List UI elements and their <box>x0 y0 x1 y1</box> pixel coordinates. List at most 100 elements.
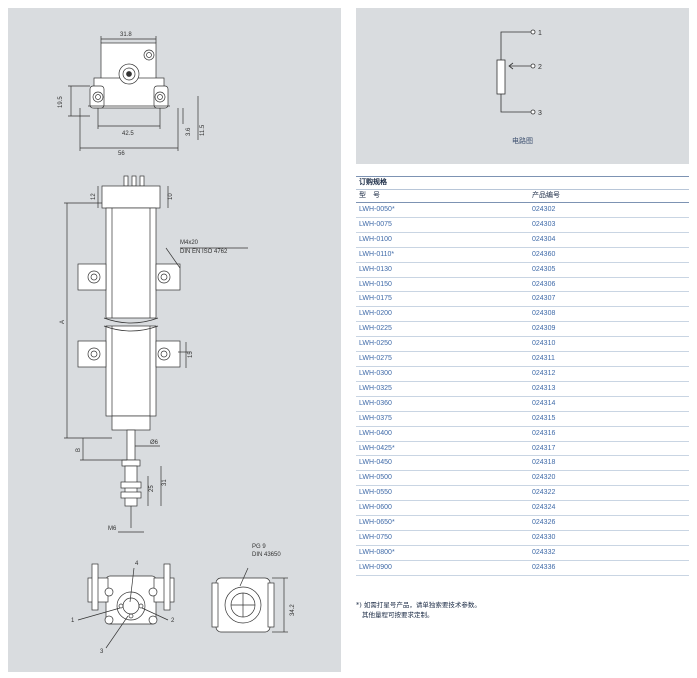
model-cell: LWH-0110* <box>359 250 395 258</box>
model-cell: LWH-0300 <box>359 369 392 377</box>
code-cell: 024332 <box>532 548 556 556</box>
model-cell: LWH-0325 <box>359 384 392 392</box>
code-cell: 024320 <box>532 474 556 482</box>
code-cell: 024310 <box>532 340 556 348</box>
table-row: LWH-0300 024312 <box>356 367 689 382</box>
table-title: 订购规格 <box>356 176 689 189</box>
label-pg: PG 9 <box>252 544 266 550</box>
potentiometer-symbol: 1 2 3 <box>496 29 542 117</box>
code-cell: 024317 <box>532 444 556 452</box>
model-cell: LWH-0130 <box>359 265 392 273</box>
model-cell: LWH-0360 <box>359 399 392 407</box>
circuit-caption: 电路图 <box>512 138 533 145</box>
table-row: LWH-0325 024313 <box>356 382 689 397</box>
model-cell: LWH-0375 <box>359 414 392 422</box>
code-cell: 024315 <box>532 414 556 422</box>
table-row: LWH-0360 024314 <box>356 397 689 412</box>
table-row: LWH-0075 024303 <box>356 218 689 233</box>
code-cell: 024316 <box>532 429 556 437</box>
model-cell: LWH-0650* <box>359 519 395 527</box>
dim-25: 25 <box>149 485 155 492</box>
model-cell: LWH-0450 <box>359 459 392 467</box>
model-cell: LWH-0150 <box>359 280 392 288</box>
code-cell: 024302 <box>532 206 556 213</box>
callout-2: 2 <box>171 618 175 624</box>
piston-rod <box>126 429 136 461</box>
code-cell: 024336 <box>532 563 556 571</box>
model-cell: LWH-0225 <box>359 325 392 333</box>
dim-A: A <box>60 320 66 324</box>
table-row: LWH-0100 024304 <box>356 233 689 248</box>
table-row: LWH-0110* 024360 <box>356 248 689 263</box>
dim-center-width: 42.5 <box>122 131 134 137</box>
table-row: LWH-0150 024306 <box>356 278 689 293</box>
model-cell: LWH-0800* <box>359 548 395 556</box>
code-cell: 024360 <box>532 250 556 258</box>
model-cell: LWH-0200 <box>359 310 392 318</box>
table-row: LWH-0175 024307 <box>356 292 689 308</box>
table-row: LWH-0600 024324 <box>356 501 689 517</box>
callout-4: 4 <box>135 561 139 567</box>
model-cell: LWH-0400 <box>359 429 392 437</box>
code-cell: 024307 <box>532 295 556 303</box>
dim-31: 31 <box>162 479 168 486</box>
table-row: LWH-0050*024302 <box>356 203 689 218</box>
table-row: LWH-0425*024317 <box>356 442 689 457</box>
code-cell: 024312 <box>532 369 556 377</box>
technical-drawing: 31.8 19.5 42.5 56 3.6 11.5 12 10 M4x20 D… <box>58 32 296 655</box>
technical-drawing-panel: 31.8 19.5 42.5 56 3.6 11.5 12 10 M4x20 D… <box>8 8 341 672</box>
model-cell: LWH-0900 <box>359 563 392 571</box>
model-cell: LWH-0250 <box>359 340 392 348</box>
callout-3: 3 <box>100 649 104 655</box>
footnote-line-2: 其他量程可按要求定制。 <box>362 611 434 619</box>
dim-phi6: Ø6 <box>150 440 159 446</box>
label-thread: M4x20 <box>180 240 199 246</box>
code-cell: 024330 <box>532 533 556 541</box>
side-view-head <box>101 185 161 209</box>
model-cell: LWH-0175 <box>359 295 392 303</box>
header-code: 产品编号 <box>532 192 560 199</box>
dim-10: 10 <box>168 193 174 200</box>
model-cell: LWH-0550 <box>359 489 392 497</box>
label-pg-std: DIN 43650 <box>252 552 281 558</box>
table-row: LWH-0800* 024332 <box>356 546 689 561</box>
code-cell: 024313 <box>532 384 556 392</box>
footnote-line-1: *) 如需打星号产品，请单独索要技术参数。 <box>356 601 481 609</box>
code-cell: 024309 <box>532 325 556 333</box>
table-row: LWH-0225 024309 <box>356 322 689 338</box>
model-cell: LWH-0600 <box>359 504 392 512</box>
label-thread-std: DIN EN ISO 4762 <box>180 249 228 255</box>
callout-1: 1 <box>71 618 75 624</box>
dim-top-width: 31.8 <box>120 32 132 38</box>
table-row: LWH-0400 024316 <box>356 427 689 442</box>
code-cell: 024308 <box>532 310 556 318</box>
side-view-body-upper <box>105 207 157 319</box>
code-cell: 024304 <box>532 235 556 243</box>
dim-3-6: 3.6 <box>186 127 192 136</box>
table-header: 型 号 产品编号 <box>356 189 689 203</box>
pin-1-label: 1 <box>538 30 542 37</box>
code-cell: 024311 <box>532 355 555 363</box>
dim-M6: M6 <box>108 526 117 532</box>
dim-12: 12 <box>91 193 97 200</box>
table-row: LWH-0375 024315 <box>356 412 689 427</box>
footnote: *) 如需打星号产品，请单独索要技术参数。 其他量程可按要求定制。 <box>356 600 689 620</box>
circuit-diagram-panel: 1 2 3 电路图 <box>356 8 689 164</box>
model-cell: LWH-0100 <box>359 235 392 243</box>
dim-34-2: 34.2 <box>290 604 296 616</box>
code-cell: 024303 <box>532 220 556 228</box>
pin-2-label: 2 <box>538 64 542 71</box>
side-view-body-lower <box>105 325 157 417</box>
code-cell: 024306 <box>532 280 556 288</box>
table-row: LWH-0650*024326 <box>356 516 689 531</box>
code-cell: 024314 <box>532 399 556 407</box>
code-cell: 024324 <box>532 504 556 512</box>
model-cell: LWH-0075 <box>359 220 392 228</box>
pin-3-label: 3 <box>538 110 542 117</box>
model-cell: LWH-0500 <box>359 474 392 482</box>
